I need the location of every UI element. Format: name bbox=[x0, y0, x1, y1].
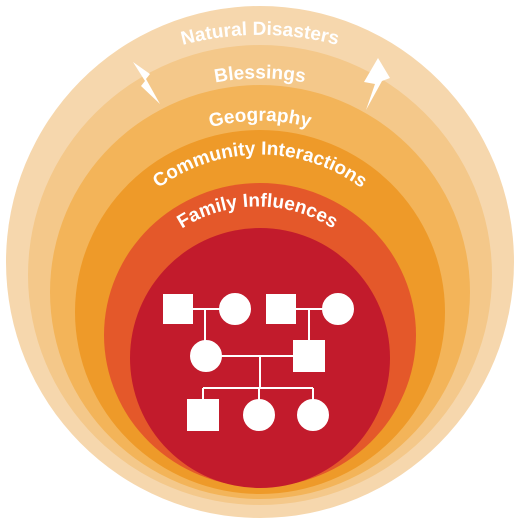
ring-label-blessings: Blessings bbox=[213, 62, 308, 87]
lightning-icon bbox=[133, 62, 160, 104]
lightning-icon bbox=[364, 58, 390, 110]
family-tree-icon bbox=[163, 293, 354, 431]
